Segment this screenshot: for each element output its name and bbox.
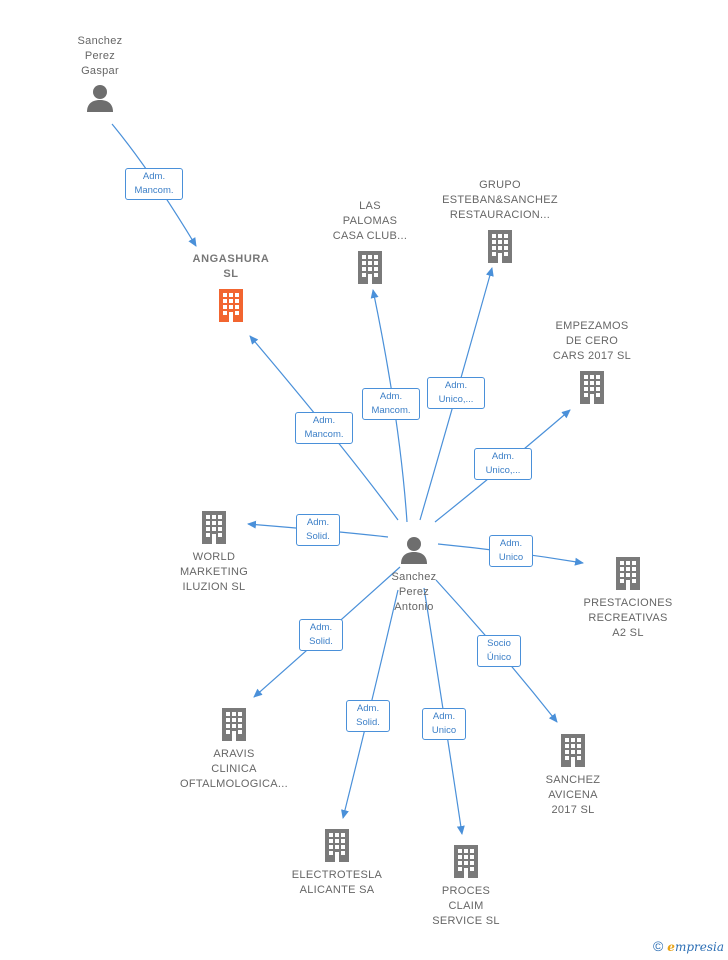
footer-brand: ©empresia bbox=[653, 938, 724, 954]
building-icon bbox=[358, 251, 382, 284]
node-label: ANGASHURA SL bbox=[192, 253, 270, 280]
node-label: ARAVIS CLINICA OFTALMOLOGICA... bbox=[180, 748, 288, 790]
node-label: WORLD MARKETING ILUZION SL bbox=[179, 551, 249, 593]
building-icon bbox=[202, 511, 226, 544]
node-label: GRUPO ESTEBAN&SANCHEZ RESTAURACION... bbox=[442, 179, 558, 221]
edge-label-gaspar-angashura[interactable]: Adm. Mancom. bbox=[125, 168, 183, 200]
edge-label-antonio-aravis[interactable]: Adm. Solid. bbox=[299, 619, 343, 651]
building-icon bbox=[219, 289, 243, 322]
person-icon bbox=[401, 537, 427, 564]
node-electrotesla[interactable]: ELECTROTESLA ALICANTE SA bbox=[282, 828, 392, 898]
node-label: SANCHEZ AVICENA 2017 SL bbox=[545, 774, 601, 816]
node-grupo-esteban-sanchez[interactable]: GRUPO ESTEBAN&SANCHEZ RESTAURACION... bbox=[432, 178, 568, 265]
person-icon bbox=[87, 85, 113, 112]
node-sanchez-avicena[interactable]: SANCHEZ AVICENA 2017 SL bbox=[532, 733, 614, 818]
node-sanchez-perez-antonio[interactable]: Sanchez Perez Antonio bbox=[370, 535, 458, 615]
edge-label-antonio-empezamos[interactable]: Adm. Unico,... bbox=[474, 448, 532, 480]
node-label: Sanchez Perez Antonio bbox=[391, 571, 437, 613]
building-icon bbox=[616, 557, 640, 590]
node-label: PROCES CLAIM SERVICE SL bbox=[432, 885, 500, 927]
node-label: LAS PALOMAS CASA CLUB... bbox=[332, 200, 408, 242]
edge-label-antonio-grupo[interactable]: Adm. Unico,... bbox=[427, 377, 485, 409]
edge-label-antonio-angashura[interactable]: Adm. Mancom. bbox=[295, 412, 353, 444]
node-label: PRESTACIONES RECREATIVAS A2 SL bbox=[583, 597, 673, 639]
node-label: ELECTROTESLA ALICANTE SA bbox=[291, 869, 383, 896]
edge-label-antonio-laspalomas[interactable]: Adm. Mancom. bbox=[362, 388, 420, 420]
node-angashura[interactable]: ANGASHURA SL bbox=[176, 252, 286, 324]
copyright-icon: © bbox=[652, 938, 664, 954]
building-icon bbox=[561, 734, 585, 767]
node-label: Sanchez Perez Gaspar bbox=[77, 35, 123, 77]
edge-label-antonio-proces[interactable]: Adm. Unico bbox=[422, 708, 466, 740]
building-icon bbox=[488, 230, 512, 263]
building-icon bbox=[454, 845, 478, 878]
node-empezamos-de-cero[interactable]: EMPEZAMOS DE CERO CARS 2017 SL bbox=[534, 319, 650, 406]
node-sanchez-perez-gaspar[interactable]: Sanchez Perez Gaspar bbox=[58, 34, 142, 113]
edge-label-antonio-avicena[interactable]: Socio Único bbox=[477, 635, 521, 667]
brand-logo: empresia bbox=[667, 940, 724, 954]
building-icon bbox=[325, 829, 349, 862]
edge-label-antonio-world[interactable]: Adm. Solid. bbox=[296, 514, 340, 546]
building-icon bbox=[580, 371, 604, 404]
node-world-marketing[interactable]: WORLD MARKETING ILUZION SL bbox=[164, 510, 264, 595]
node-label: EMPEZAMOS DE CERO CARS 2017 SL bbox=[552, 320, 632, 362]
edge-label-antonio-electrotesla[interactable]: Adm. Solid. bbox=[346, 700, 390, 732]
edge-label-antonio-prestaciones[interactable]: Adm. Unico bbox=[489, 535, 533, 567]
node-aravis-clinica[interactable]: ARAVIS CLINICA OFTALMOLOGICA... bbox=[172, 707, 296, 792]
node-proces-claim[interactable]: PROCES CLAIM SERVICE SL bbox=[418, 844, 514, 929]
node-prestaciones-recreativas[interactable]: PRESTACIONES RECREATIVAS A2 SL bbox=[572, 556, 684, 641]
node-las-palomas[interactable]: LAS PALOMAS CASA CLUB... bbox=[322, 199, 418, 286]
building-icon bbox=[222, 708, 246, 741]
